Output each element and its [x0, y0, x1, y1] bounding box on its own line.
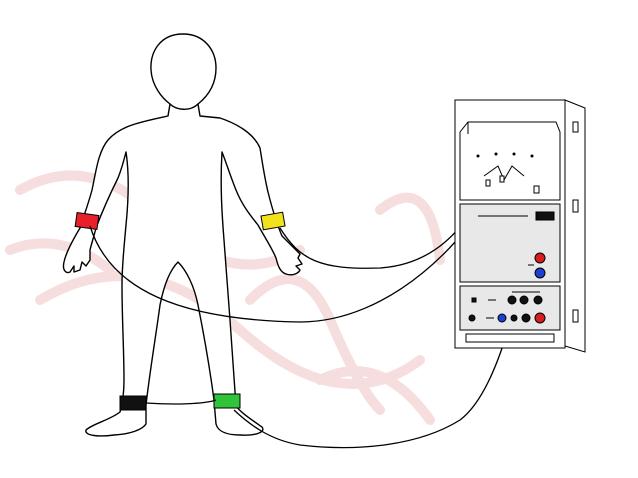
- red-knob: [534, 252, 546, 264]
- jack-2: [499, 175, 505, 183]
- meter-scale: [476, 152, 534, 158]
- wire-right-leg: [145, 399, 217, 405]
- device-base-slot: [465, 333, 555, 343]
- human-figure: [62, 33, 303, 437]
- electrode-right-leg: [119, 395, 147, 411]
- lower-panel: [459, 285, 561, 331]
- electrode-left-arm: [260, 211, 286, 231]
- jack-1: [485, 179, 491, 187]
- display-hood: [459, 121, 561, 201]
- panel-display-bar: [535, 211, 555, 221]
- electrode-left-leg: [213, 393, 241, 409]
- side-slot-2: [572, 199, 579, 213]
- lower-panel-controls: [468, 291, 546, 324]
- side-slot-3: [572, 309, 579, 323]
- electrodes: [74, 211, 286, 411]
- side-slot-1: [572, 121, 579, 133]
- blue-knob: [534, 267, 546, 279]
- electrode-right-arm: [74, 211, 100, 231]
- ecg-device: [454, 99, 586, 353]
- jack-3: [533, 185, 540, 194]
